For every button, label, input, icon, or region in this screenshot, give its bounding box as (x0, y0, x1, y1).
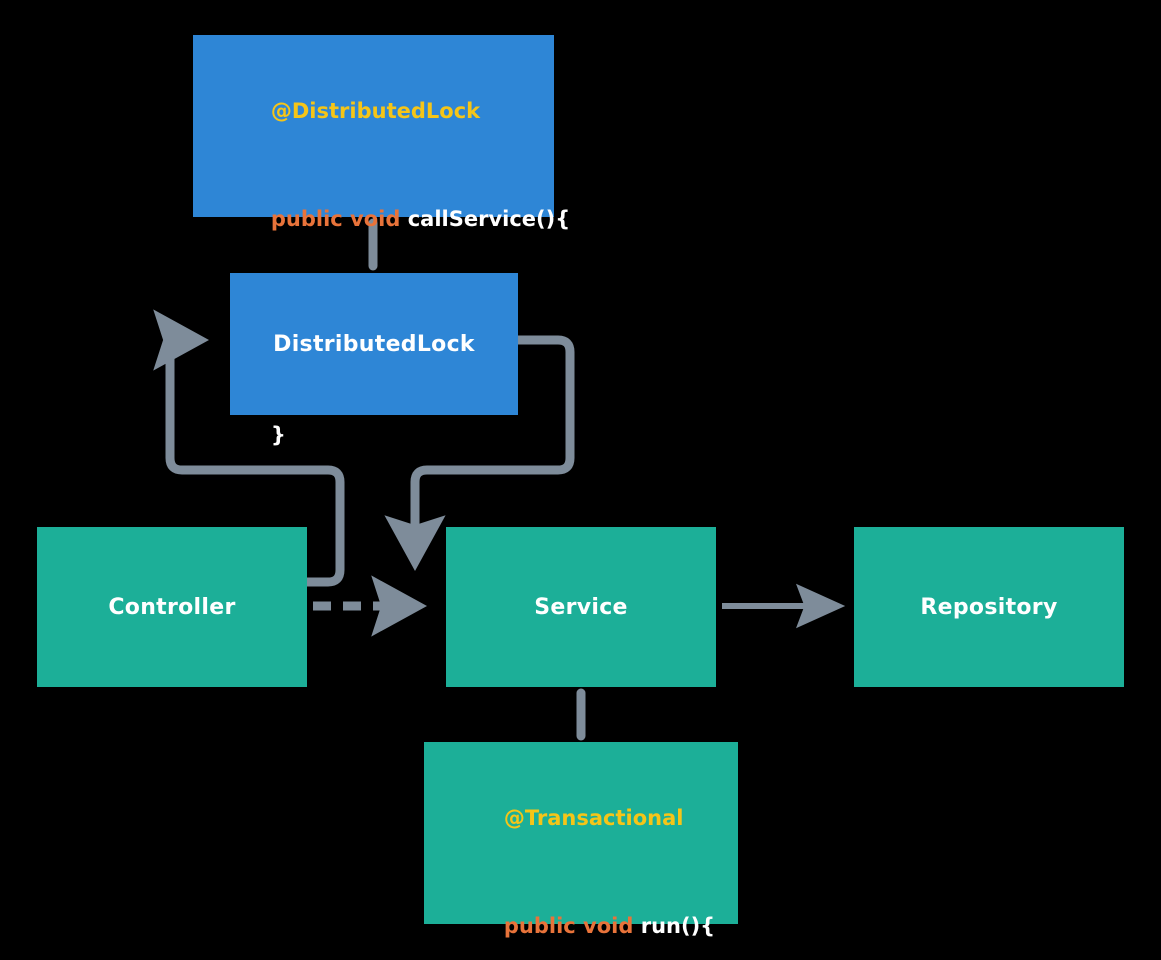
node-label-distributed-lock: DistributedLock (273, 331, 475, 357)
code-line-annotation: @Transactional (460, 764, 738, 872)
token-keyword-void: void (583, 914, 634, 938)
node-label-service: Service (534, 594, 628, 620)
code-line-signature: public void callService(){ (227, 165, 570, 273)
code-line-signature: public void run(){ (460, 872, 738, 960)
node-controller[interactable]: Controller (37, 527, 307, 687)
token-annotation: @Transactional (503, 806, 684, 830)
token-method-name: run(){ (640, 914, 716, 938)
token-annotation: @DistributedLock (270, 99, 481, 123)
node-label-repository: Repository (920, 594, 1058, 620)
node-label-controller: Controller (108, 594, 236, 620)
token-close-brace: } (270, 423, 286, 447)
node-repository[interactable]: Repository (854, 527, 1124, 687)
node-service[interactable]: Service (446, 527, 716, 687)
code-line-annotation: @DistributedLock (227, 57, 554, 165)
code-block-run: @Transactional public void run(){ //do s… (424, 742, 738, 938)
token-keyword-public: public (503, 914, 576, 938)
code-line-close: } (227, 381, 554, 489)
code-block-call-service: @DistributedLock public void callService… (193, 35, 570, 447)
token-keyword-void: void (350, 207, 401, 231)
token-method-name: callService(){ (407, 207, 571, 231)
node-distributed-lock[interactable]: DistributedLock (230, 273, 518, 415)
token-keyword-public: public (270, 207, 343, 231)
